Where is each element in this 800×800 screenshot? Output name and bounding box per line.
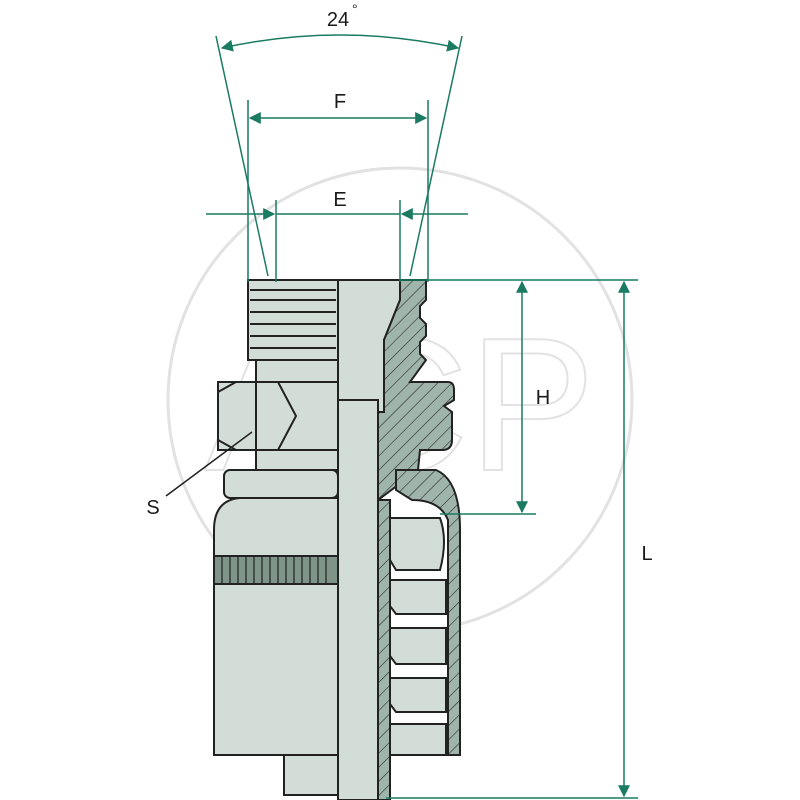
stem-wall-section xyxy=(377,499,391,800)
angle-arc xyxy=(220,34,460,52)
l-label: L xyxy=(641,543,652,565)
thread-body xyxy=(247,279,339,361)
barb-4 xyxy=(389,677,447,713)
barb-1 xyxy=(389,517,445,571)
barb-5 xyxy=(389,723,447,756)
nipple-wall-section xyxy=(377,279,455,800)
angle-label: 24 xyxy=(327,9,349,31)
hose-barbs xyxy=(389,517,447,756)
barb-3 xyxy=(389,627,447,665)
thread-ridges xyxy=(250,289,336,349)
angle-unit: ° xyxy=(352,1,358,17)
h-label: H xyxy=(536,387,550,409)
s-leader xyxy=(165,431,253,497)
knurl-lines xyxy=(221,556,327,584)
angle-leader-left xyxy=(215,35,269,277)
s-label: S xyxy=(146,497,159,519)
neck-lower xyxy=(255,449,339,471)
knurl-band xyxy=(213,555,339,585)
hex-nut xyxy=(217,381,339,451)
section-view xyxy=(377,279,461,800)
bore xyxy=(337,279,401,800)
exterior-view xyxy=(213,279,339,796)
barb-2 xyxy=(389,579,447,615)
angle-leader-right xyxy=(409,35,463,277)
bore-main xyxy=(337,399,379,800)
collar xyxy=(223,469,339,499)
dimensions xyxy=(165,34,638,799)
f-label: F xyxy=(334,91,346,113)
neck-upper xyxy=(255,359,339,383)
ferrule xyxy=(213,497,339,756)
hose-tail xyxy=(283,754,339,796)
e-label: E xyxy=(333,189,346,211)
ferrule-wall-section xyxy=(395,469,461,756)
dimension-labels: 24 ° F E H L S xyxy=(146,1,652,565)
